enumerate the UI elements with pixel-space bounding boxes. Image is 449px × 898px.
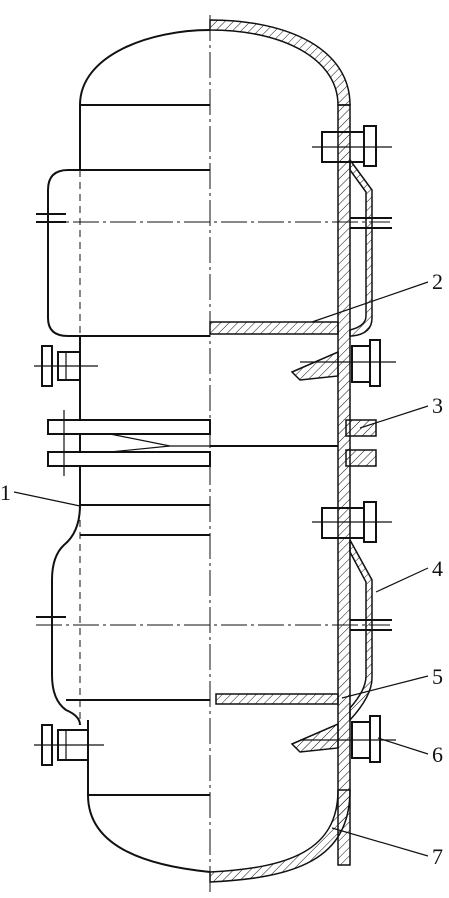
right-section-view [209, 19, 396, 883]
callout-2: 2 [432, 269, 443, 294]
callout-4: 4 [432, 556, 443, 581]
callout-7: 7 [432, 844, 443, 869]
left-exterior-view [34, 29, 211, 873]
callout-6: 6 [432, 742, 443, 767]
callout-1: 1 [0, 480, 11, 505]
callout-5: 5 [432, 664, 443, 689]
callout-leaders [13, 281, 429, 857]
callout-3: 3 [432, 393, 443, 418]
